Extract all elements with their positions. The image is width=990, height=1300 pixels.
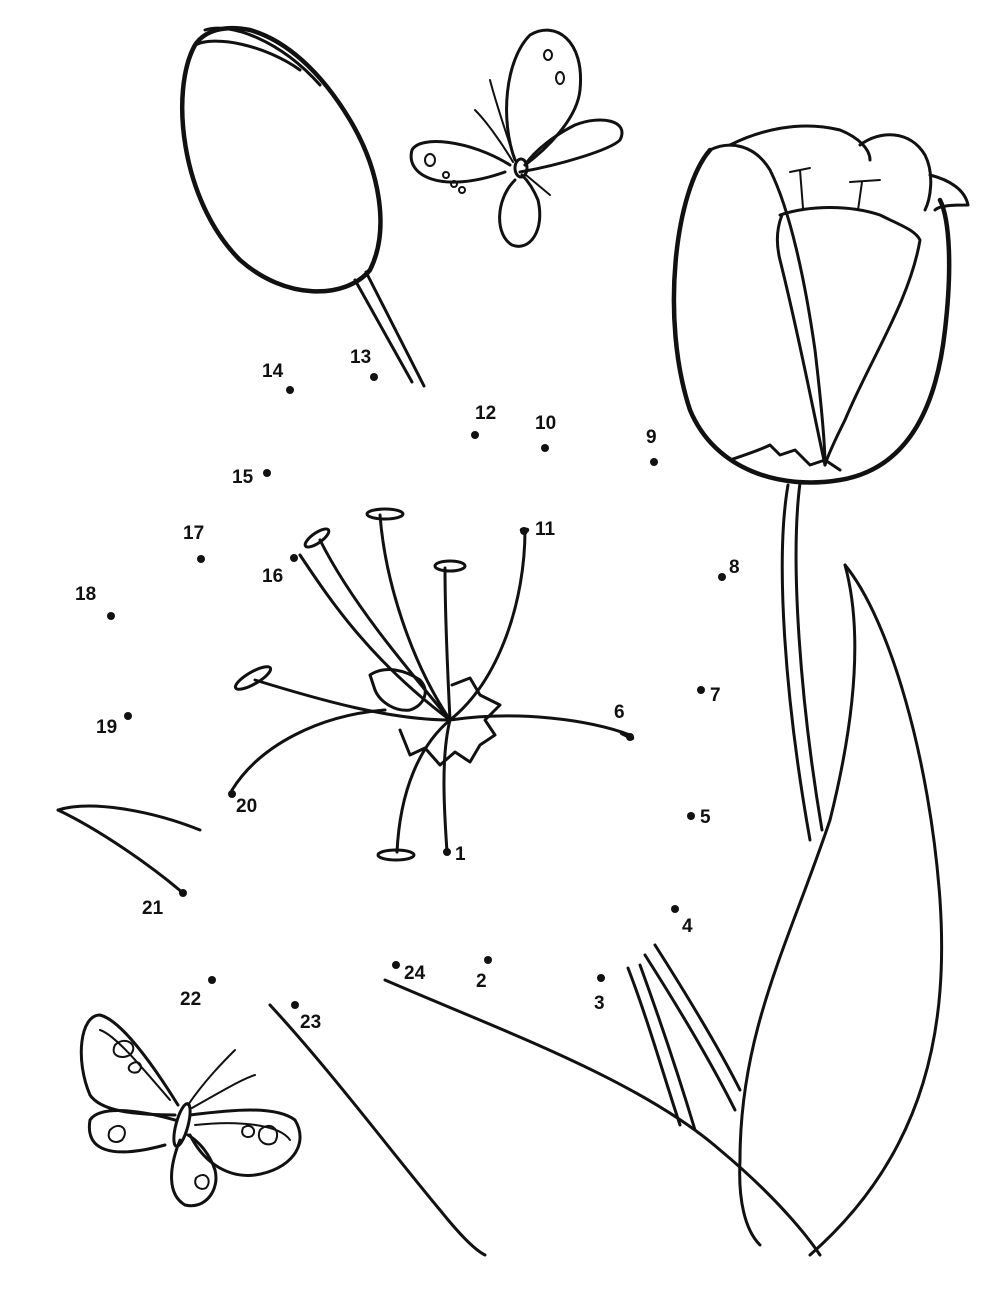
dot-label-21: 21 (142, 898, 164, 919)
butterfly-top-icon (409, 28, 624, 248)
dot-22[interactable] (208, 976, 216, 984)
dot-label-19: 19 (96, 717, 118, 738)
dot-label-22: 22 (180, 989, 202, 1010)
dot-label-14: 14 (262, 361, 284, 382)
dot-1[interactable] (443, 848, 451, 856)
dot-label-10: 10 (535, 413, 557, 434)
dot-label-23: 23 (300, 1012, 322, 1033)
dot-label-7: 7 (710, 685, 721, 706)
dot-label-9: 9 (646, 427, 657, 448)
dot-24[interactable] (392, 961, 400, 969)
small-leaf-icon (56, 804, 202, 895)
dot-20[interactable] (228, 790, 236, 798)
dot-label-6: 6 (614, 702, 625, 723)
dot-label-1: 1 (455, 844, 466, 865)
dot-label-12: 12 (475, 403, 497, 424)
dot-label-24: 24 (404, 963, 426, 984)
lower-leaf-icon (268, 978, 822, 1257)
dot-6[interactable] (626, 733, 634, 741)
dot-label-11: 11 (535, 519, 556, 540)
dot-label-5: 5 (700, 807, 711, 828)
dot-label-20: 20 (236, 796, 258, 817)
dot-21[interactable] (179, 889, 187, 897)
dot-2[interactable] (484, 956, 492, 964)
dot-16[interactable] (290, 554, 298, 562)
dot-label-8: 8 (729, 557, 740, 578)
open-tulip-icon (671, 124, 970, 485)
dot-19[interactable] (124, 712, 132, 720)
dot-23[interactable] (291, 1001, 299, 1009)
dot-9[interactable] (650, 458, 658, 466)
butterfly-bottom-icon (79, 1013, 302, 1208)
dot-3[interactable] (597, 974, 605, 982)
dot-17[interactable] (197, 555, 205, 563)
tulip-stem-and-leaf-icon (626, 481, 944, 1257)
dot-label-3: 3 (594, 993, 605, 1014)
dot-label-4: 4 (682, 916, 693, 937)
dot-4[interactable] (671, 905, 679, 913)
dot-11[interactable] (520, 527, 528, 535)
dot-15[interactable] (263, 469, 271, 477)
dot-label-13: 13 (350, 347, 372, 368)
dot-18[interactable] (107, 612, 115, 620)
dot-label-17: 17 (183, 523, 205, 544)
dot-13[interactable] (370, 373, 378, 381)
dot-label-18: 18 (75, 584, 97, 605)
dot-8[interactable] (718, 573, 726, 581)
dot-label-15: 15 (232, 467, 254, 488)
lily-stamens-icon (230, 507, 635, 862)
dot-10[interactable] (541, 444, 549, 452)
tulip-bud-icon (180, 25, 426, 388)
dot-7[interactable] (697, 686, 705, 694)
dot-12[interactable] (471, 431, 479, 439)
dot-5[interactable] (687, 812, 695, 820)
dot-label-2: 2 (476, 971, 487, 992)
dot-14[interactable] (286, 386, 294, 394)
dot-label-16: 16 (262, 566, 284, 587)
